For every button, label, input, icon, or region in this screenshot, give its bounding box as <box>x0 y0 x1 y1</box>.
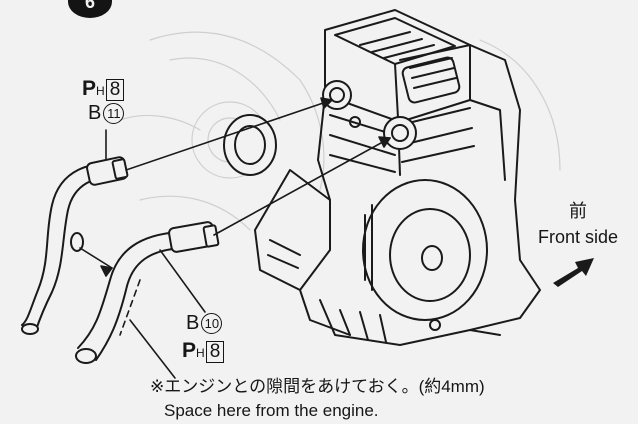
clearance-note-en: Space here from the engine. <box>164 401 379 420</box>
step-number: 6 <box>84 0 95 12</box>
exhaust-pipe-lower <box>75 221 220 364</box>
clearance-note-jp: ※エンジンとの隙間をあけておく。(約4mm) <box>150 377 485 396</box>
front-side-label: 前 Front side <box>538 201 619 247</box>
engine-block <box>223 9 541 346</box>
guide-lines <box>79 97 391 379</box>
step-number-badge: 6 <box>68 0 112 18</box>
exhaust-pipe-upper <box>21 156 129 335</box>
front-direction-arrow <box>553 258 594 287</box>
